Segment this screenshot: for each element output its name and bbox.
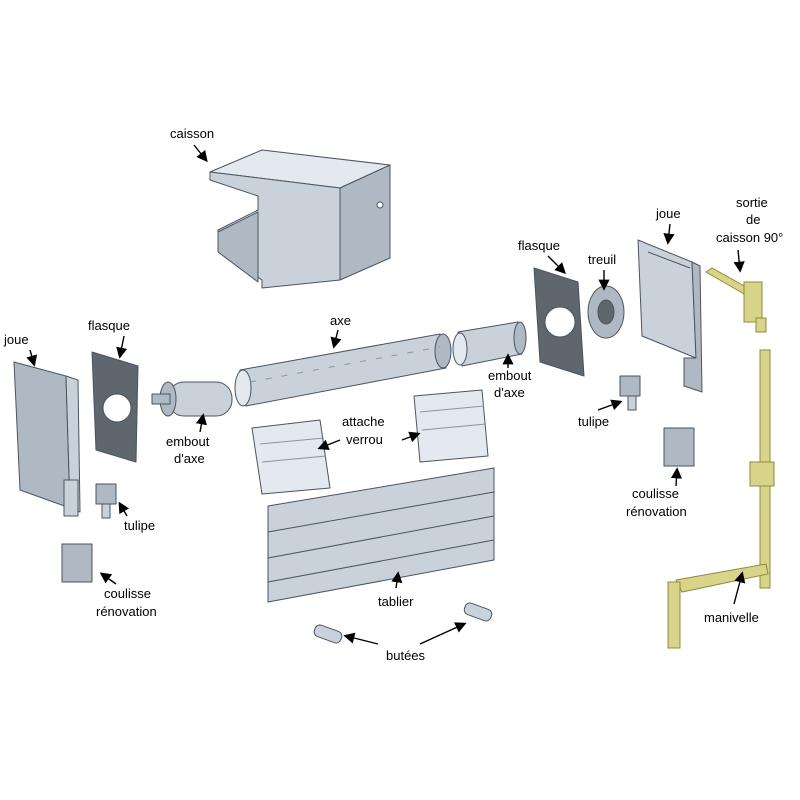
treuil-part — [587, 285, 625, 339]
label-butees: butées — [386, 648, 426, 663]
label-coulisse-right-1: coulisse — [632, 486, 679, 501]
embout-left-part — [151, 381, 233, 417]
label-attache-2: verrou — [346, 432, 383, 447]
label-attache-1: attache — [342, 414, 385, 429]
coulisse-left-part — [61, 543, 93, 583]
label-sortie-2: de — [746, 212, 760, 227]
labels: caisson joue flasque axe embout d'axe at… — [3, 126, 783, 663]
label-embout-left-2: d'axe — [174, 451, 205, 466]
label-tulipe-right: tulipe — [578, 414, 609, 429]
label-flasque-right: flasque — [518, 238, 560, 253]
label-joue-left: joue — [3, 332, 29, 347]
joue-left-part — [13, 361, 81, 517]
label-axe: axe — [330, 313, 351, 328]
caisson-part — [209, 149, 391, 289]
label-manivelle: manivelle — [704, 610, 759, 625]
label-treuil: treuil — [588, 252, 616, 267]
label-embout-left-1: embout — [166, 434, 210, 449]
label-joue-right: joue — [655, 206, 681, 221]
label-flasque-left: flasque — [88, 318, 130, 333]
sortie-caisson-part — [705, 267, 767, 333]
tulipe-left-part — [95, 483, 117, 519]
tulipe-right-part — [619, 375, 641, 411]
label-caisson: caisson — [170, 126, 214, 141]
tablier-part — [267, 467, 495, 603]
flasque-right-part — [533, 267, 585, 377]
label-embout-right-2: d'axe — [494, 385, 525, 400]
label-tablier: tablier — [378, 594, 414, 609]
label-tulipe-left: tulipe — [124, 518, 155, 533]
flasque-left-part — [91, 351, 139, 463]
label-coulisse-left-1: coulisse — [104, 586, 151, 601]
coulisse-right-part — [663, 427, 695, 467]
label-sortie-1: sortie — [736, 195, 768, 210]
butees-parts — [313, 602, 493, 644]
manivelle-part — [667, 349, 775, 649]
label-coulisse-left-2: rénovation — [96, 604, 157, 619]
attache-verrou-parts — [251, 389, 489, 495]
joue-right-part — [637, 239, 703, 393]
callout-arrows — [26, 144, 746, 645]
label-coulisse-right-2: rénovation — [626, 504, 687, 519]
label-sortie-3: caisson 90° — [716, 230, 783, 245]
label-embout-right-1: embout — [488, 368, 532, 383]
embout-right-part — [452, 321, 527, 367]
axe-part — [234, 333, 452, 407]
